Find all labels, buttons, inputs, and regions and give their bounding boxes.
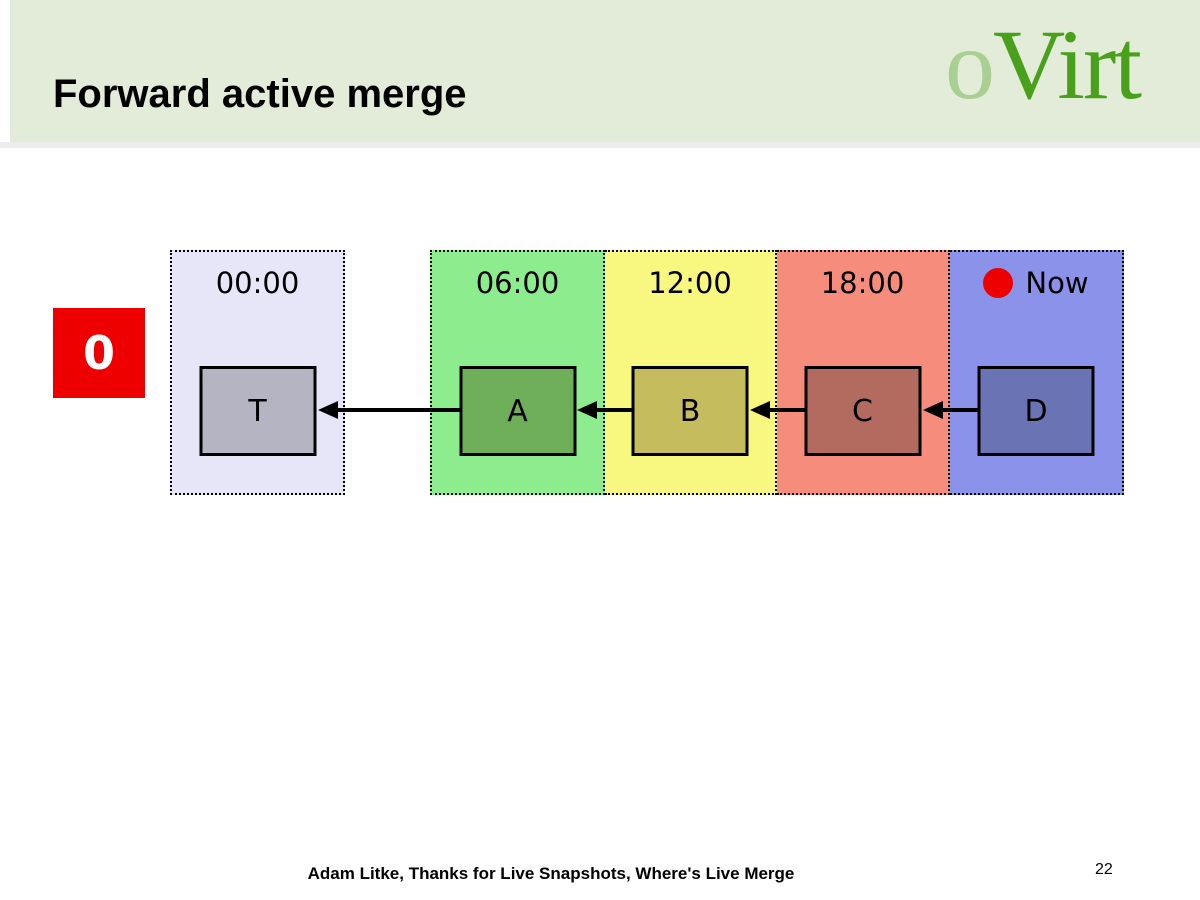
merge-arrow-d-to-c bbox=[923, 401, 980, 419]
snapshot-box-d: D bbox=[977, 366, 1095, 456]
ovirt-logo-o: o bbox=[945, 9, 995, 120]
header-underline bbox=[0, 142, 1200, 148]
timeline-region-now: Now D bbox=[950, 250, 1124, 495]
snapshot-box-t: T bbox=[199, 366, 316, 456]
arrow-head-icon bbox=[318, 401, 338, 419]
time-label-1200: 12:00 bbox=[648, 266, 732, 300]
time-label-0600: 06:00 bbox=[475, 266, 560, 300]
snapshot-box-a: A bbox=[459, 366, 576, 456]
arrow-head-icon bbox=[577, 401, 597, 419]
slide-title: Forward active merge bbox=[53, 72, 467, 116]
ovirt-logo-virt: Virt bbox=[993, 9, 1142, 120]
timeline-region-0600: 06:00 A bbox=[430, 250, 605, 495]
snapshot-box-c: C bbox=[804, 366, 921, 456]
time-label-0000: 00:00 bbox=[215, 266, 300, 300]
now-indicator-dot-icon bbox=[983, 268, 1014, 298]
time-label-now: Now bbox=[950, 266, 1122, 300]
timeline-region-1200: 12:00 B bbox=[605, 250, 777, 495]
ovirt-logo: oVirt bbox=[945, 9, 1142, 120]
timeline-region-1800: 18:00 C bbox=[777, 250, 950, 495]
arrow-line bbox=[331, 408, 460, 412]
arrow-line bbox=[763, 408, 806, 412]
now-label: Now bbox=[1025, 266, 1089, 300]
timeline-region-0000: 00:00 T bbox=[170, 250, 345, 495]
merge-arrow-a-to-t bbox=[318, 401, 460, 419]
footer-attribution: Adam Litke, Thanks for Live Snapshots, W… bbox=[307, 864, 795, 883]
arrow-head-icon bbox=[923, 401, 943, 419]
time-label-1800: 18:00 bbox=[820, 266, 905, 300]
arrow-line bbox=[590, 408, 633, 412]
page-number: 22 bbox=[1095, 861, 1113, 878]
zero-marker: 0 bbox=[53, 308, 145, 398]
merge-arrow-c-to-b bbox=[750, 401, 806, 419]
merge-arrow-b-to-a bbox=[577, 401, 633, 419]
snapshot-box-b: B bbox=[631, 366, 749, 456]
arrow-head-icon bbox=[750, 401, 770, 419]
arrow-line bbox=[936, 408, 980, 412]
header-band bbox=[10, 0, 1200, 142]
